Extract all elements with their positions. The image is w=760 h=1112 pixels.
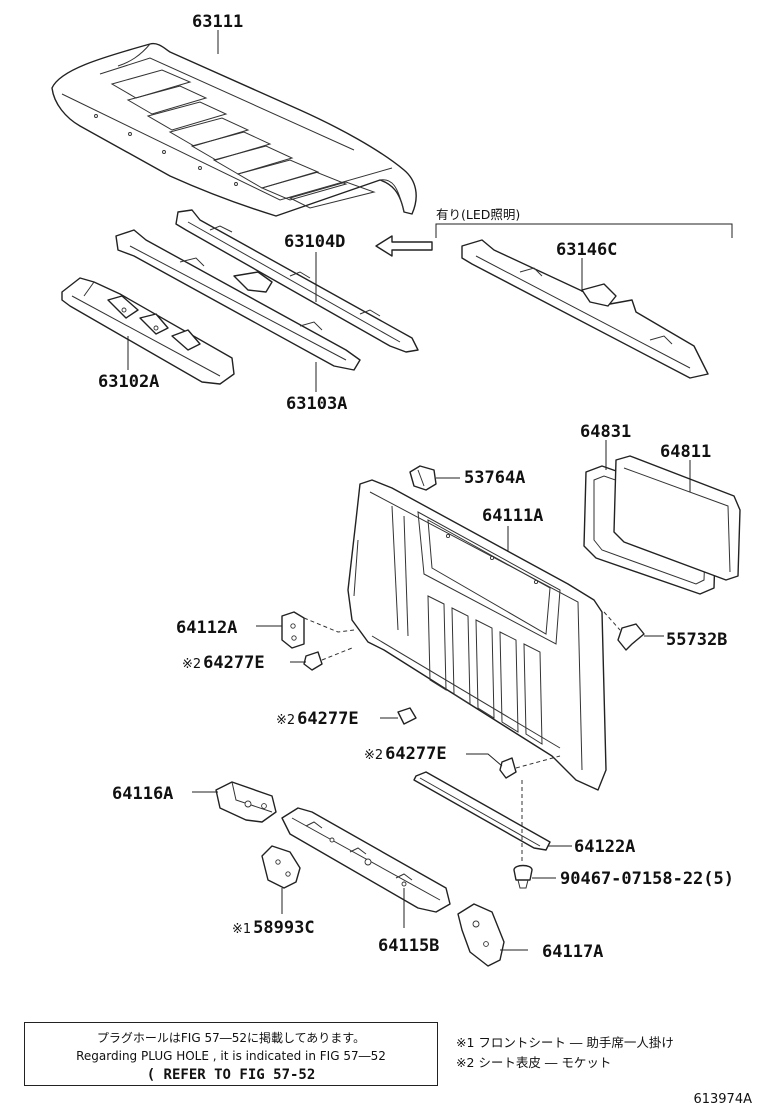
bracket-64112a-drawing <box>281 611 305 649</box>
part-number: 64277E <box>203 653 265 673</box>
mark-2: ※2 <box>182 657 202 672</box>
roof-bow-led-drawing <box>461 239 709 379</box>
mark-2: ※2 <box>276 713 296 728</box>
part-label-64112a[interactable]: 64112A <box>176 618 238 638</box>
note-line-jp: プラグホールはFIG 57―52に掲載してあります。 <box>96 1031 366 1045</box>
diagram-code: 613974A <box>693 1092 752 1107</box>
part-label-90467[interactable]: 90467-07158-22(5) <box>560 869 734 889</box>
part-label-63103a[interactable]: 63103A <box>286 394 348 414</box>
bracket-64116a-drawing <box>215 781 277 823</box>
roof-rail-rear-drawing <box>61 277 235 385</box>
part-label-64115b[interactable]: 64115B <box>378 936 440 956</box>
part-label-63102a[interactable]: 63102A <box>98 372 160 392</box>
led-option-label: 有り(LED照明) <box>436 207 521 222</box>
part-label-63111[interactable]: 63111 <box>192 12 244 32</box>
clip-64277e-2-drawing <box>397 707 417 725</box>
clip-64277e-1-drawing <box>303 651 323 671</box>
note-line-en: Regarding PLUG HOLE , it is indicated in… <box>76 1049 386 1063</box>
note-refer-link[interactable]: ( REFER TO FIG 57-52 <box>146 1067 316 1083</box>
part-label-63146c[interactable]: 63146C <box>556 240 618 260</box>
part-label-64117a[interactable]: 64117A <box>542 942 604 962</box>
part-number: 58993C <box>253 918 315 938</box>
led-arrow <box>375 235 433 257</box>
part-number: 64277E <box>385 744 447 764</box>
part-label-64111a[interactable]: 64111A <box>482 506 544 526</box>
part-label-64811[interactable]: 64811 <box>660 442 712 462</box>
bracket-64117a-drawing <box>457 903 505 967</box>
clip-64277e-3-drawing <box>499 757 517 779</box>
part-label-64116a[interactable]: 64116A <box>112 784 174 804</box>
reinforcement-64115b-drawing <box>281 807 451 913</box>
part-label-55732b[interactable]: 55732B <box>666 630 728 650</box>
mark-2: ※2 <box>364 748 384 763</box>
roof-bow-front-drawing <box>175 209 419 353</box>
roof-bow-middle-drawing <box>115 229 361 371</box>
bracket-58993c-drawing <box>261 845 301 889</box>
part-label-53764a[interactable]: 53764A <box>464 468 526 488</box>
part-label-64122a[interactable]: 64122A <box>574 837 636 857</box>
mark-1: ※1 <box>232 922 252 937</box>
clip-55732b-drawing <box>617 623 645 651</box>
plug-hole-note: プラグホールはFIG 57―52に掲載してあります。 Regarding PLU… <box>24 1022 438 1086</box>
part-label-63104d[interactable]: 63104D <box>284 232 346 252</box>
legend-mark-2: ※2 シート表皮 ― モケット <box>456 1055 612 1070</box>
window-glass-drawing <box>613 455 741 581</box>
part-label-64831[interactable]: 64831 <box>580 422 632 442</box>
clip-53764a-drawing <box>409 465 437 491</box>
fastener-90467-drawing <box>513 864 533 889</box>
part-number: 64277E <box>297 709 359 729</box>
rear-panel-drawing <box>347 479 607 791</box>
roof-panel-drawing <box>51 42 417 217</box>
sill-plate-drawing <box>413 771 551 851</box>
legend-mark-1: ※1 フロントシート ― 助手席一人掛け <box>456 1035 674 1050</box>
